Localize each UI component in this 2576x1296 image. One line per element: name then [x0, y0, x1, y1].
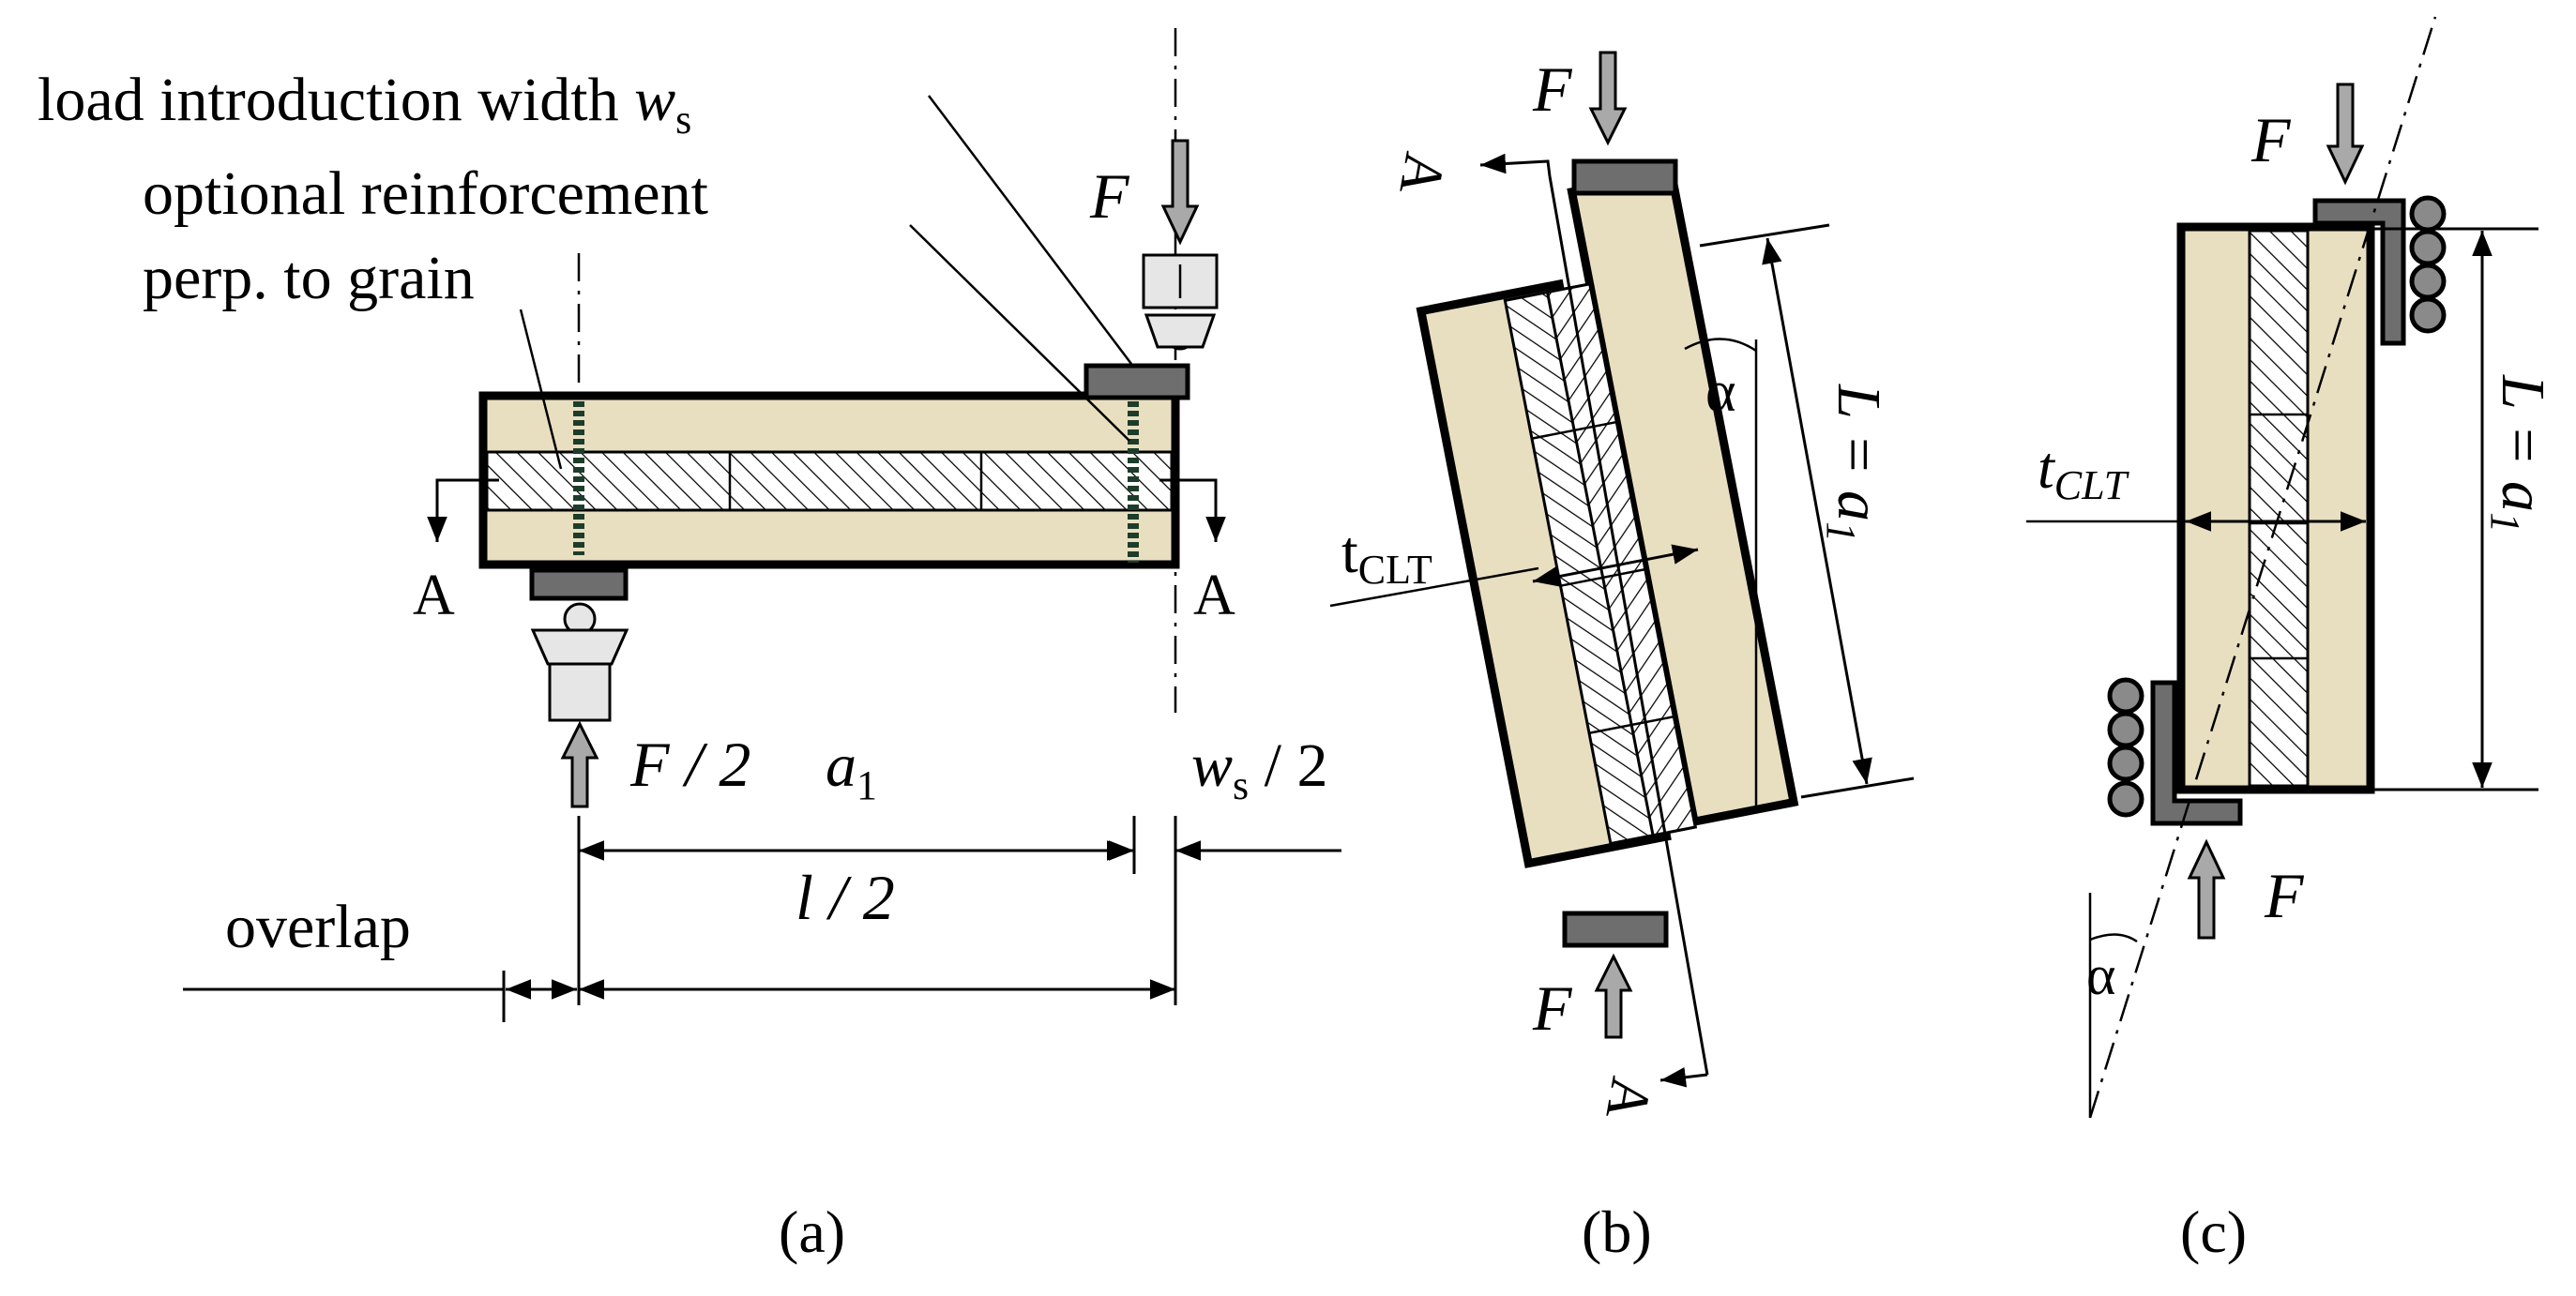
- label-l2: l / 2: [796, 862, 895, 933]
- rollers-top-c: [2409, 195, 2447, 334]
- label-force-bottom-b: F: [1532, 972, 1573, 1044]
- dim-thickness-b: [1532, 544, 1699, 587]
- load-head-top: [1142, 253, 1219, 309]
- label-section-right: A: [1193, 564, 1235, 627]
- section-arrow-right: [1159, 478, 1226, 542]
- label-reinforcement-1: optional reinforcement: [143, 159, 708, 228]
- specimen-b: [1416, 167, 1799, 868]
- label-force-bottom-c: F: [2264, 860, 2305, 931]
- label-ws2: ws / 2: [1191, 731, 1328, 808]
- leader-reinforcement-left: [519, 309, 563, 470]
- specimen-c-cross-layer: [2248, 229, 2310, 788]
- label-length-b: L = a1: [1818, 384, 1893, 542]
- label-angle-c: α: [2086, 944, 2115, 1006]
- label-reinforcement-2: perp. to grain: [143, 244, 475, 312]
- angle-arc-c: [2089, 933, 2138, 943]
- force-arrow-bottom-b: [1594, 953, 1633, 1039]
- bracket-top-c: [2312, 198, 2406, 346]
- support-plate-bottom: [529, 567, 629, 601]
- section-arrow-left: [427, 478, 499, 542]
- angle-arc-b: [1684, 338, 1757, 353]
- bracket-bottom-c: [2150, 680, 2243, 826]
- force-arrow-top: [1160, 139, 1200, 246]
- leader-load-width: [928, 95, 1132, 365]
- label-overlap: overlap: [225, 893, 411, 961]
- label-section-top-b: A: [1386, 148, 1457, 201]
- section-arrow-bottom-b: [1659, 1067, 1708, 1088]
- label-load-width: load introduction width ws: [38, 66, 691, 143]
- rollers-bottom-c: [2107, 677, 2144, 818]
- caption-b: (b): [1582, 1198, 1652, 1265]
- panel-b: F F A A α tCLT L = a1 (b): [1329, 51, 1915, 1265]
- load-plate-top: [1083, 363, 1190, 400]
- load-plate-top-b: [1571, 158, 1678, 196]
- label-thickness-c: tCLT: [2038, 434, 2130, 508]
- axis-inclined-c: [2088, 16, 2437, 1119]
- force-arrow-top-b: [1588, 51, 1628, 146]
- beam-middle-layer: [485, 450, 1174, 512]
- leader-reinforcement-right: [909, 224, 1130, 442]
- force-arrow-bottom: [560, 720, 599, 808]
- label-force-top-c: F: [2250, 104, 2292, 175]
- label-force-top-b: F: [1532, 53, 1573, 125]
- label-a1: a1: [826, 731, 877, 808]
- label-section-bottom-b: A: [1593, 1073, 1663, 1125]
- dim-L-b: [1762, 237, 1872, 785]
- support-cradle-bottom: [530, 628, 629, 666]
- panel-c: F F α tCLT L = a1 (c): [2026, 16, 2557, 1265]
- caption-a: (a): [779, 1198, 845, 1265]
- panel-a: load introduction width ws optional rein…: [38, 28, 1341, 1265]
- label-force-bottom-a: F / 2: [629, 729, 750, 800]
- section-arrow-top-b: [1479, 153, 1552, 177]
- caption-c: (c): [2180, 1198, 2247, 1265]
- label-section-left: A: [413, 564, 455, 627]
- label-length-c: L = a1: [2482, 374, 2557, 533]
- label-force-top-a: F: [1089, 160, 1130, 232]
- load-plate-bottom-b: [1562, 911, 1669, 948]
- force-arrow-bottom-c: [2187, 838, 2226, 940]
- force-arrow-top-c: [2326, 83, 2365, 186]
- support-base-bottom: [548, 662, 612, 722]
- label-angle-b: α: [1705, 360, 1735, 424]
- label-thickness-b: tCLT: [1341, 519, 1432, 593]
- load-cradle-top: [1144, 313, 1217, 349]
